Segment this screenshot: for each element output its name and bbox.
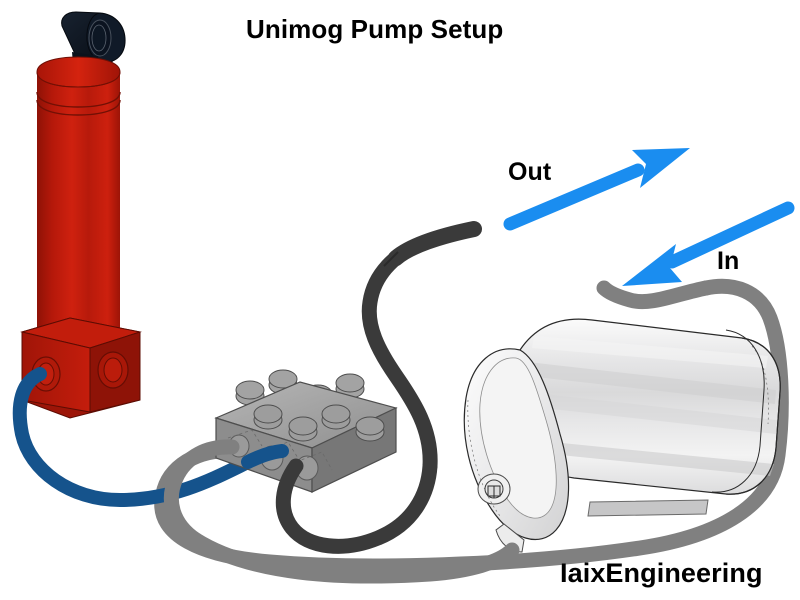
- out-arrow: [503, 148, 690, 231]
- lego-brick-manifold: [214, 369, 398, 493]
- in-arrow: [622, 201, 795, 286]
- blue-hose-tip: [241, 444, 289, 469]
- watermark: IaixEngineering: [560, 558, 763, 588]
- gray-hose: [154, 278, 789, 574]
- pump-hub: [477, 473, 511, 505]
- gray-hose-brick-end: [163, 439, 240, 548]
- out-label: Out: [508, 158, 552, 186]
- pump-reservoir: [463, 318, 781, 553]
- black-hose: [275, 221, 482, 554]
- gray-hose-pump-inlet: [188, 532, 520, 584]
- hydraulic-cylinder: [20, 11, 142, 419]
- page-title: Unimog Pump Setup: [246, 14, 504, 44]
- in-label: In: [717, 247, 740, 275]
